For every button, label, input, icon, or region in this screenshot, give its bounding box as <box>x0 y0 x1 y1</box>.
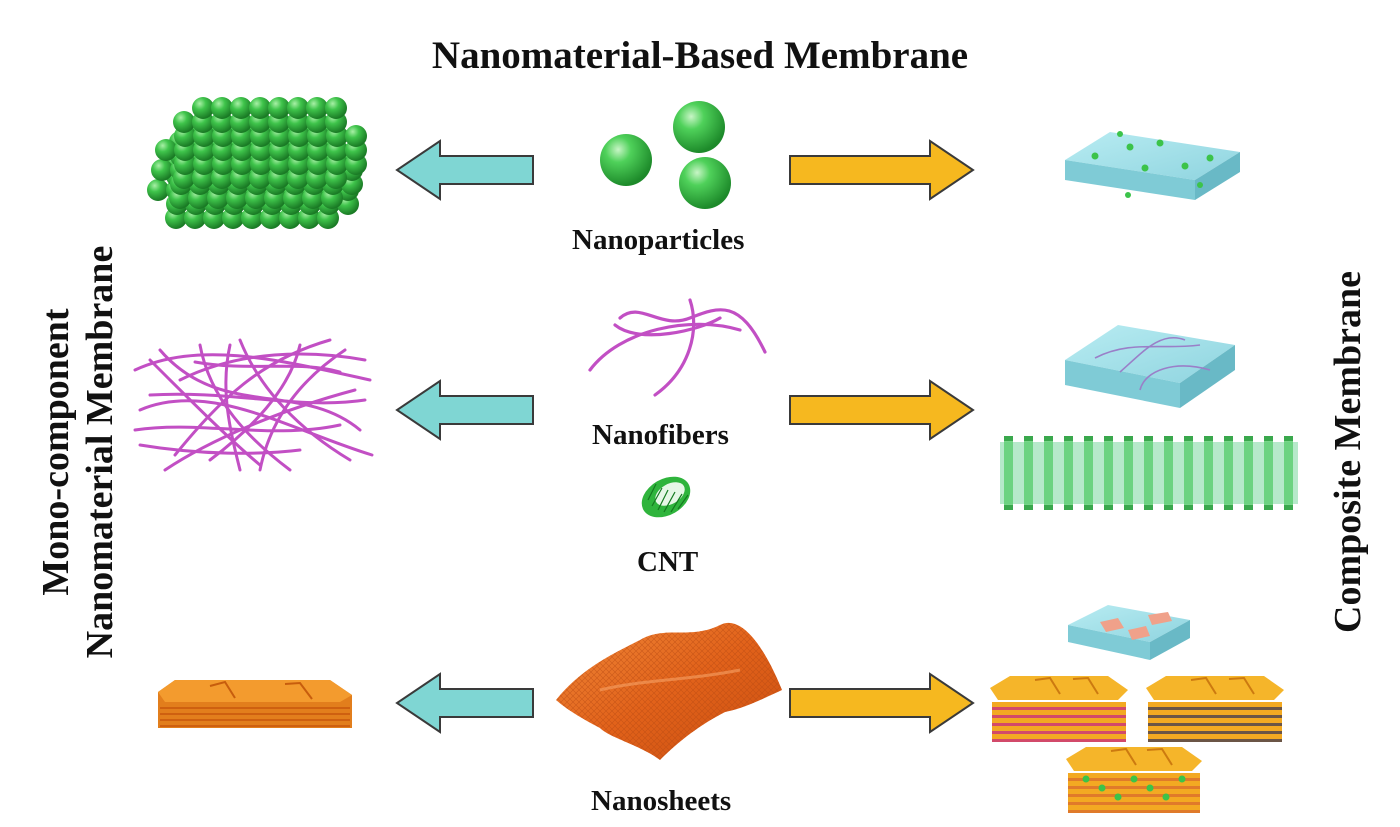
nanoparticle-stack-membrane <box>147 97 367 229</box>
left-arrow-nanoparticles <box>395 139 534 201</box>
nanosheet-layered-composite-1 <box>990 676 1128 742</box>
nanosheet-stack-membrane <box>158 680 352 728</box>
nanoparticle-composite-membrane <box>1065 131 1240 200</box>
nanosheet-composite-slab <box>1068 605 1190 660</box>
nanoparticles-label: Nanoparticles <box>572 224 745 256</box>
page-title: Nanomaterial-Based Membrane <box>431 34 969 77</box>
right-arrow-nanoparticles <box>789 139 975 201</box>
nanosheets-label: Nanosheets <box>591 785 732 817</box>
cnt-icon <box>641 476 691 518</box>
cnt-label: CNT <box>637 546 699 578</box>
nanofiber-composite-membrane <box>1065 325 1235 408</box>
right-arrow-nanofibers <box>789 379 975 441</box>
left-arrow-nanofibers <box>395 379 534 441</box>
nanosheet-layered-composite-3 <box>1066 747 1202 813</box>
nanofibers-icon <box>588 298 767 397</box>
nanofibers-label: Nanofibers <box>592 419 729 451</box>
cnt-aligned-composite-membrane <box>1000 436 1298 510</box>
nanoparticles-icon <box>600 101 731 209</box>
nanosheet-layered-composite-2 <box>1146 676 1284 742</box>
nanofiber-mat-membrane <box>133 338 374 472</box>
nanosheet-icon <box>556 622 782 760</box>
right-arrow-nanosheets <box>789 672 975 734</box>
left-arrow-nanosheets <box>395 672 534 734</box>
